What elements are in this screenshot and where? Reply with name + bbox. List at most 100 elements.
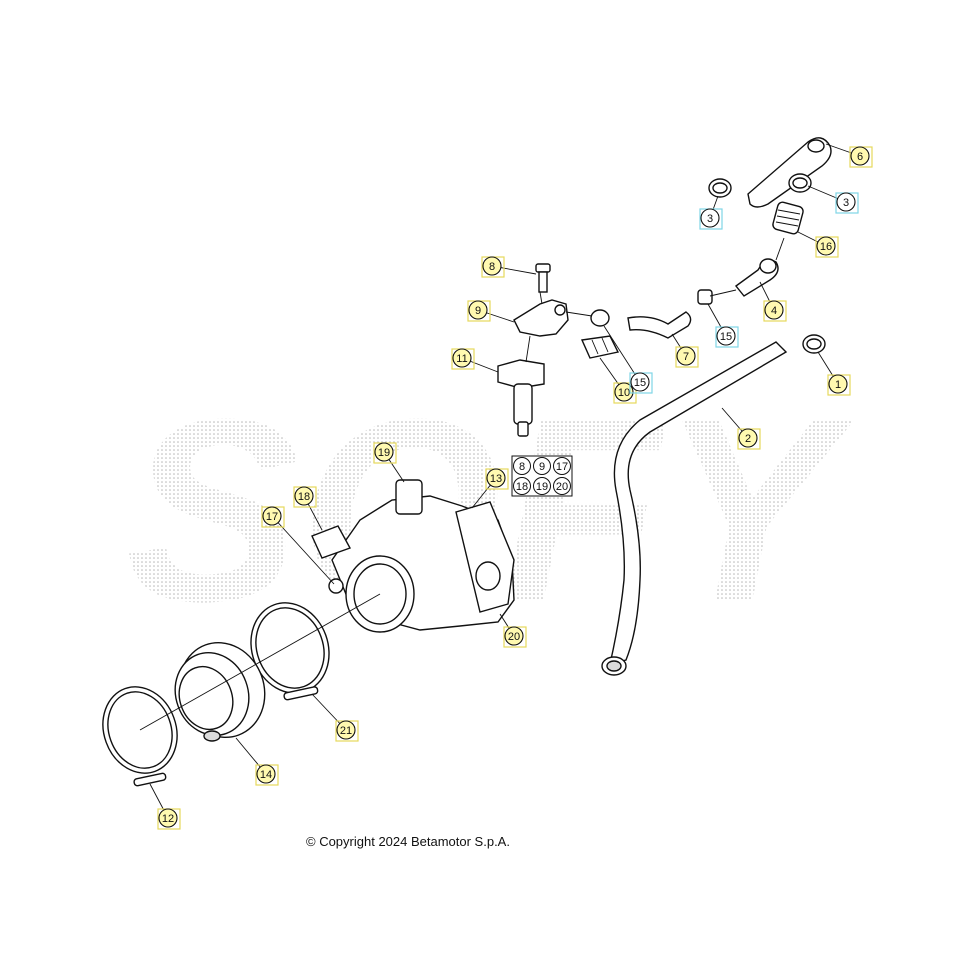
part-18-sensor-connector xyxy=(311,525,352,559)
callout-circle xyxy=(630,372,650,392)
callout-circle xyxy=(614,382,634,402)
kit-cell-19: 19 xyxy=(533,477,551,495)
callout-circle xyxy=(850,146,870,166)
callout-circle xyxy=(816,236,836,256)
callout-label: 19 xyxy=(378,447,390,459)
callout-label: 18 xyxy=(298,491,310,503)
kit-label: 19 xyxy=(536,481,548,493)
callout-1: 1 xyxy=(827,374,851,396)
kit-circle xyxy=(513,457,531,475)
throttle-body xyxy=(331,479,515,633)
assembly-axis-lines xyxy=(139,237,785,731)
callout-10: 10 xyxy=(613,382,637,404)
callout-circle xyxy=(486,468,506,488)
kit-circle xyxy=(553,457,571,475)
part-15-sleeve-left xyxy=(590,309,610,327)
callout-circle xyxy=(716,326,736,346)
callout-circle xyxy=(336,720,356,740)
kit-label: 8 xyxy=(519,461,525,473)
callout-18: 18 xyxy=(293,486,317,508)
callout-circle xyxy=(676,346,696,366)
part-4-elbow-fitting xyxy=(734,258,779,297)
callout-circle xyxy=(828,374,848,394)
callout-label: 1 xyxy=(835,379,841,391)
callout-label: 4 xyxy=(771,305,777,317)
callout-label: 3 xyxy=(843,197,849,209)
part-16-vent-filter xyxy=(772,201,804,235)
kit-label: 17 xyxy=(556,461,568,473)
callout-12: 12 xyxy=(157,808,181,830)
callout-7: 7 xyxy=(675,346,699,368)
callout-circle xyxy=(468,300,488,320)
callout-label: 7 xyxy=(683,351,689,363)
callout-circle xyxy=(256,764,276,784)
callout-label: 21 xyxy=(340,725,352,737)
kit-grid: 8 9 17 18 19 20 xyxy=(511,455,573,497)
kit-circle xyxy=(553,477,571,495)
part-2-long-hose xyxy=(601,341,788,676)
callout-label: 10 xyxy=(618,387,630,399)
callout-label: 16 xyxy=(820,241,832,253)
part-14-intake-boot xyxy=(174,641,266,742)
callout-4: 4 xyxy=(763,300,787,322)
callout-label: 14 xyxy=(260,769,272,781)
part-1-clamp xyxy=(802,334,826,354)
callout-14: 14 xyxy=(255,764,279,786)
callout-circle xyxy=(836,192,856,212)
callout-label: 12 xyxy=(162,813,174,825)
kit-cell-8: 8 xyxy=(513,457,531,475)
callout-label: 8 xyxy=(489,261,495,273)
part-9-bracket xyxy=(513,299,569,337)
kit-label: 20 xyxy=(556,481,568,493)
callout-circle xyxy=(700,208,720,228)
callout-15: 15 xyxy=(629,372,653,394)
kit-cell-17: 17 xyxy=(553,457,571,475)
part-12-ring-clamp xyxy=(102,686,178,787)
callout-circle xyxy=(452,348,472,368)
part-3-clamp-left xyxy=(708,178,732,198)
callout-19: 19 xyxy=(373,442,397,464)
callout-3: 3 xyxy=(835,192,859,214)
callout-label: 3 xyxy=(707,213,713,225)
part-10-connector xyxy=(580,335,620,359)
kit-label: 9 xyxy=(539,461,545,473)
callout-circle xyxy=(504,626,524,646)
kit-cell-18: 18 xyxy=(513,477,531,495)
kit-label: 18 xyxy=(516,481,528,493)
callout-11: 11 xyxy=(451,348,475,370)
callout-label: 17 xyxy=(266,511,278,523)
callout-21: 21 xyxy=(335,720,359,742)
part-6-hose xyxy=(747,137,832,208)
callout-2: 2 xyxy=(737,428,761,450)
callout-label: 2 xyxy=(745,433,751,445)
part-21-ring-clamp xyxy=(250,602,330,701)
callout-15: 15 xyxy=(715,326,739,348)
part-11-injector xyxy=(497,359,545,437)
copyright-text: © Copyright 2024 Betamotor S.p.A. xyxy=(306,834,510,849)
part-15-sleeve-right xyxy=(697,289,713,305)
kit-cell-9: 9 xyxy=(533,457,551,475)
callout-17: 17 xyxy=(261,506,285,528)
callout-label: 13 xyxy=(490,473,502,485)
callout-label: 15 xyxy=(720,331,732,343)
callout-label: 15 xyxy=(634,377,646,389)
callout-circle xyxy=(158,808,178,828)
part-3-clamp-right xyxy=(788,173,812,193)
callout-20: 20 xyxy=(503,626,527,648)
callout-16: 16 xyxy=(815,236,839,258)
callout-6: 6 xyxy=(849,146,873,168)
part-7-hose xyxy=(627,311,692,339)
kit-cell-20: 20 xyxy=(553,477,571,495)
callout-circle xyxy=(294,486,314,506)
callout-label: 20 xyxy=(508,631,520,643)
kit-circle xyxy=(533,477,551,495)
callout-3: 3 xyxy=(699,208,723,230)
callout-label: 11 xyxy=(456,353,467,365)
callout-circle xyxy=(262,506,282,526)
callout-label: 9 xyxy=(475,305,481,317)
callout-label: 6 xyxy=(857,151,863,163)
callout-circle xyxy=(764,300,784,320)
